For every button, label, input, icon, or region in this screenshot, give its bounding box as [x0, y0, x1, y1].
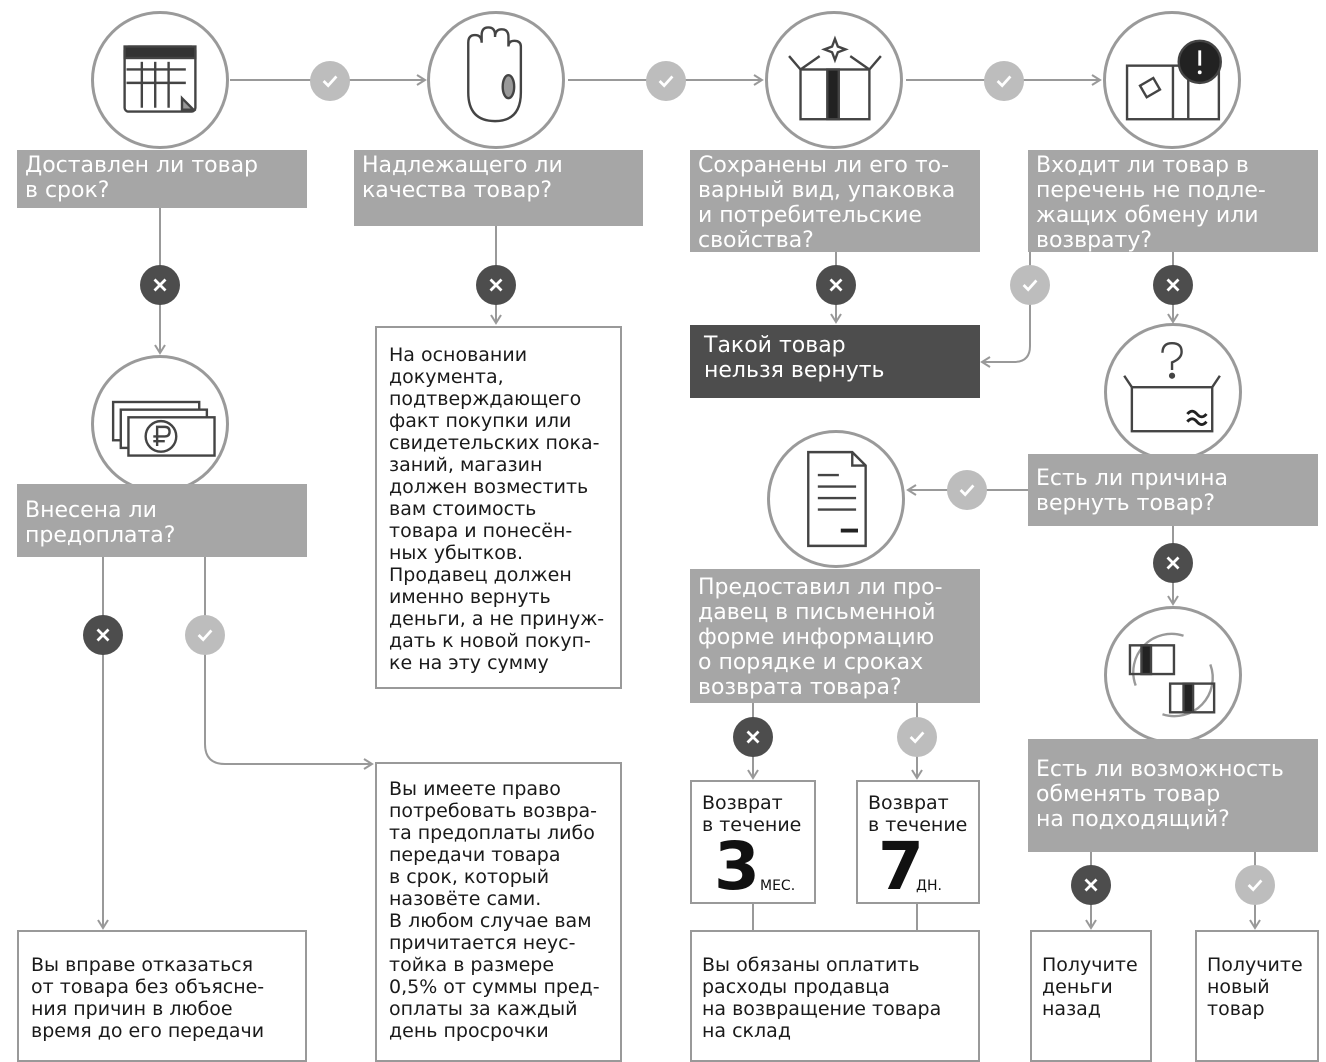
yes-badge: [646, 61, 686, 101]
quality-outcome-text: На основании документа, подтверждающего …: [375, 326, 622, 689]
question-prepayment: Внесена ли предоплата?: [17, 484, 307, 557]
question-non-returnable-list: Входит ли товар в перечень не подле- жащ…: [1028, 150, 1318, 253]
question-delivered-on-time: Доставлен ли товар в срок?: [17, 150, 307, 208]
term-label: Возврат в течение: [868, 792, 968, 836]
term-unit-months: МЕС.: [760, 878, 796, 894]
no-badge: [83, 615, 123, 655]
no-badge: [733, 717, 773, 757]
question-reason-to-return: Есть ли причина вернуть товар?: [1028, 454, 1318, 526]
term-value-days: 7: [878, 828, 924, 905]
yes-badge: [185, 615, 225, 655]
term-value-months: 3: [714, 828, 760, 905]
question-condition-preserved: Сохранены ли его то- варный вид, упаковк…: [690, 150, 980, 253]
calendar-icon: [91, 11, 229, 149]
question-proper-quality: Надлежащего ли качества товар?: [354, 150, 643, 226]
refuse-outcome-text: Вы вправе отказаться от товара без объяс…: [17, 930, 307, 1062]
yes-badge: [1235, 865, 1275, 905]
exchange-icon: [1104, 606, 1242, 744]
box-question-icon: [1104, 323, 1242, 461]
no-badge: [140, 265, 180, 305]
cannot-return-result: Такой товар нельзя вернуть: [690, 325, 980, 398]
question-exchange-possible: Есть ли возможность обменять товар на по…: [1028, 739, 1318, 852]
yes-badge: [310, 61, 350, 101]
money-back-outcome: Получите деньги назад: [1030, 930, 1152, 1062]
term-unit-days: ДН.: [916, 878, 942, 894]
no-badge: [1153, 543, 1193, 583]
document-icon: [767, 430, 905, 568]
costs-outcome-text: Вы обязаны оплатить расходы продавца на …: [690, 930, 980, 1062]
no-badge: [1071, 865, 1111, 905]
prepay-outcome-text: Вы имеете право потребовать возвра- та п…: [375, 762, 622, 1062]
yes-badge: [984, 61, 1024, 101]
no-badge: [476, 265, 516, 305]
new-item-outcome: Получите новый товар: [1195, 930, 1319, 1062]
no-badge: [1153, 265, 1193, 305]
question-written-info: Предоставил ли про- давец в письменной ф…: [690, 569, 980, 703]
boxes-warning-icon: [1103, 11, 1241, 149]
yes-badge: [1010, 265, 1050, 305]
yes-badge: [947, 470, 987, 510]
hand-icon: [427, 11, 565, 149]
yes-badge: [897, 717, 937, 757]
money-ruble-icon: [91, 355, 229, 493]
term-box-months: Возврат в течение 3 МЕС.: [690, 780, 816, 904]
term-box-days: Возврат в течение 7 ДН.: [856, 780, 980, 904]
no-badge: [816, 265, 856, 305]
term-label: Возврат в течение: [702, 792, 802, 836]
open-box-icon: [765, 11, 903, 149]
